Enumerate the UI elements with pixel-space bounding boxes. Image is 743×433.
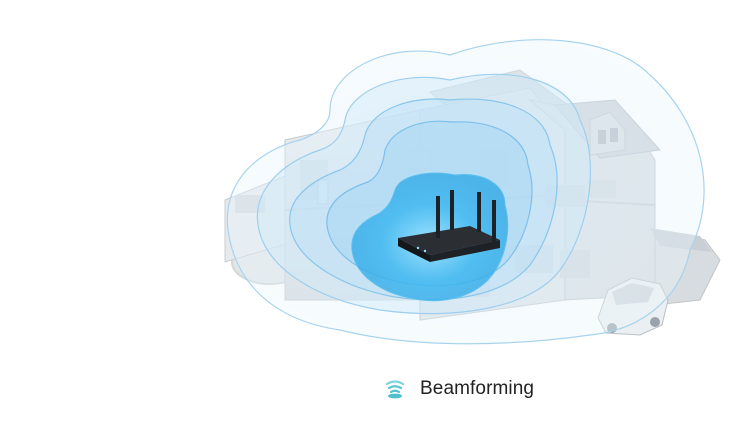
legend-label: Beamforming xyxy=(420,378,535,399)
router-icon xyxy=(398,190,500,262)
legend: Beamforming xyxy=(384,376,534,402)
wifi-coverage xyxy=(226,39,705,345)
wifi-beam-icon xyxy=(384,378,406,400)
